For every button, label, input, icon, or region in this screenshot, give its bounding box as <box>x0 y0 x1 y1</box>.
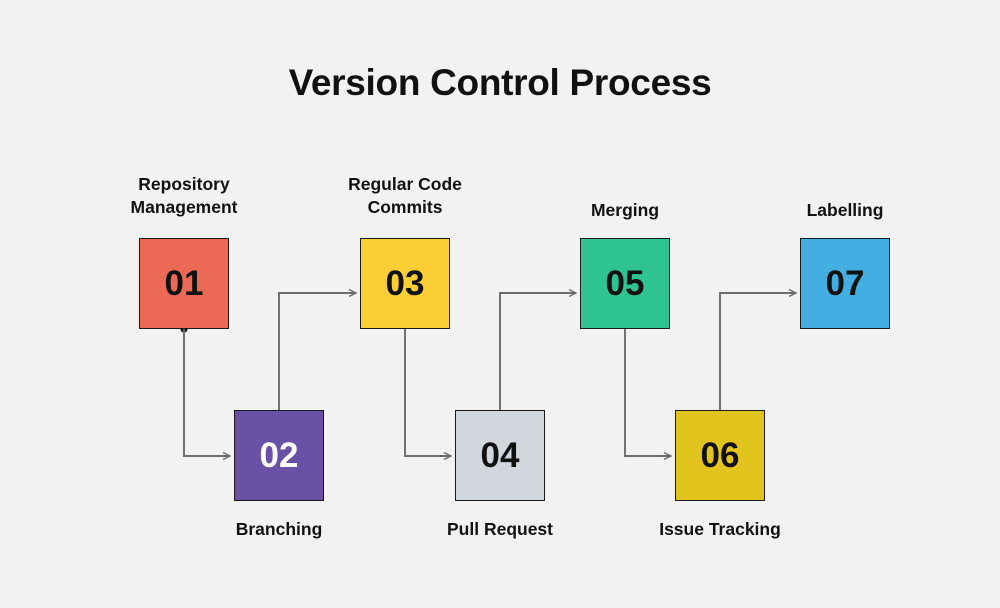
connector-02-to-03 <box>278 293 356 410</box>
connector-06-to-07 <box>719 293 796 410</box>
node-box-06[interactable]: 06 <box>675 410 765 501</box>
connector-03-to-04 <box>404 329 451 456</box>
connector-01-to-02 <box>180 325 230 456</box>
node-label-07: Labelling <box>806 200 884 220</box>
connector-05-to-06 <box>624 329 671 456</box>
node-box-07[interactable]: 07 <box>800 238 890 329</box>
node-number-03: 03 <box>385 264 425 303</box>
node-label-06: Issue Tracking <box>659 519 781 539</box>
node-box-03[interactable]: 03 <box>360 238 450 329</box>
page-title: Version Control Process <box>288 62 712 103</box>
node-number-02: 02 <box>259 436 299 475</box>
node-label-01: Repository Management <box>130 174 238 218</box>
node-box-05[interactable]: 05 <box>580 238 670 329</box>
node-label-04: Pull Request <box>447 519 553 539</box>
node-number-05: 05 <box>605 264 645 303</box>
node-number-04: 04 <box>480 436 520 475</box>
connector-04-to-05 <box>499 293 576 410</box>
node-box-01[interactable]: 01 <box>139 238 229 329</box>
node-number-01: 01 <box>164 264 204 303</box>
node-label-05: Merging <box>590 200 660 220</box>
node-number-06: 06 <box>700 436 740 475</box>
node-label-03: Regular Code Commits <box>348 174 462 218</box>
node-number-07: 07 <box>825 264 865 303</box>
node-label-02: Branching <box>235 519 323 539</box>
node-box-04[interactable]: 04 <box>455 410 545 501</box>
node-box-02[interactable]: 02 <box>234 410 324 501</box>
